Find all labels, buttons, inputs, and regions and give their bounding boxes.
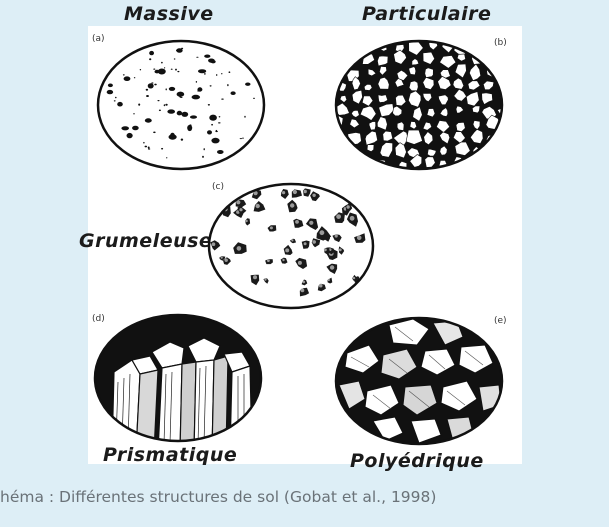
title-particulaire: Particulaire (362, 3, 491, 25)
polyedrique-structure-illustration (333, 315, 505, 447)
figure-caption: héma : Différentes structures de sol (Go… (0, 488, 436, 506)
grumeleuse-structure-illustration (206, 181, 376, 311)
massive-structure-illustration (95, 38, 267, 172)
particulaire-structure-illustration (333, 38, 505, 172)
title-massive: Massive (124, 3, 214, 25)
title-prismatique: Prismatique (103, 444, 237, 466)
prismatique-structure-illustration (92, 312, 264, 444)
title-grumeleuse: Grumeleuse (79, 230, 212, 252)
title-polyedrique: Polyédrique (350, 450, 484, 472)
